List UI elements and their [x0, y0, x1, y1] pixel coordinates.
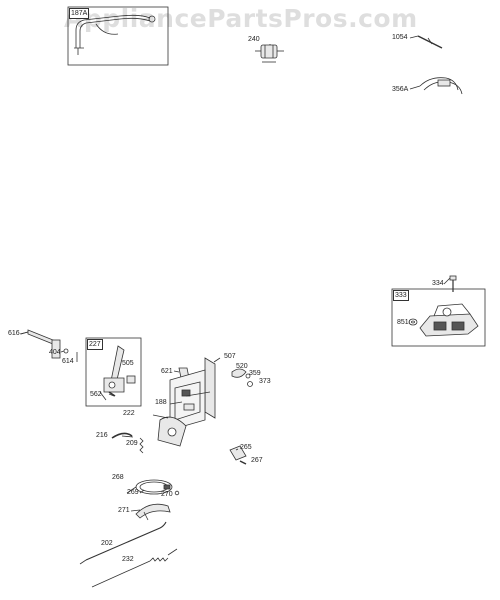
callout-562: 562: [90, 391, 102, 398]
part-505-nut: [126, 375, 136, 384]
part-271-bracket: [135, 503, 171, 519]
callout-209: 209: [126, 440, 138, 447]
part-404: [63, 348, 69, 354]
part-209-spring: [139, 437, 144, 454]
callout-359: 359: [249, 370, 261, 377]
callout-851: 851: [397, 319, 409, 326]
callout-216: 216: [96, 432, 108, 439]
part-267-screw: [239, 460, 247, 465]
callout-222: 222: [123, 410, 135, 417]
box-187a: [67, 6, 169, 66]
callout-621: 621: [161, 368, 173, 375]
part-216-rod: [111, 432, 133, 439]
callout-356a: 356A: [392, 86, 409, 93]
box-227: [85, 337, 142, 407]
part-270: [174, 490, 180, 496]
part-373: [247, 381, 253, 387]
callout-188: 188: [155, 399, 167, 406]
callout-404: 404: [49, 349, 61, 356]
part-main-bracket: [157, 357, 216, 447]
part-562-screw: [108, 391, 116, 397]
callout-269: 269: [127, 489, 139, 496]
part-520: [231, 368, 247, 378]
part-851-washer: [408, 318, 418, 326]
part-202-rod: [85, 521, 167, 561]
part-359: [245, 373, 251, 379]
callout-240: 240: [248, 36, 260, 43]
callout-616: 616: [8, 330, 20, 337]
callout-507: 507: [224, 353, 236, 360]
callout-227: 227: [87, 339, 103, 350]
callout-373: 373: [259, 378, 271, 385]
callout-1054: 1054: [392, 34, 408, 41]
part-356a-line: [419, 77, 463, 95]
callout-334: 334: [432, 280, 444, 287]
callout-232: 232: [122, 556, 134, 563]
part-187a-tube: [75, 14, 151, 48]
callout-202: 202: [101, 540, 113, 547]
callout-270: 270: [161, 491, 173, 498]
callout-268: 268: [112, 474, 124, 481]
callout-333: 333: [393, 290, 409, 301]
box-333: [391, 288, 486, 347]
part-232-cable: [91, 548, 178, 588]
callout-271: 271: [118, 507, 130, 514]
part-187a-fitting: [148, 15, 156, 23]
callout-505: 505: [122, 360, 134, 367]
part-1054-rod: [417, 35, 443, 49]
part-334-screw: [449, 275, 457, 292]
callout-267: 267: [251, 457, 263, 464]
part-265-clip: [229, 445, 247, 461]
part-227-bracket: [99, 345, 125, 401]
callout-614: 614: [62, 358, 74, 365]
callout-265: 265: [240, 444, 252, 451]
part-240-filter: [255, 44, 284, 63]
part-333-assembly: [419, 303, 479, 337]
callout-187a: 187A: [69, 8, 90, 19]
callout-520: 520: [236, 363, 248, 370]
